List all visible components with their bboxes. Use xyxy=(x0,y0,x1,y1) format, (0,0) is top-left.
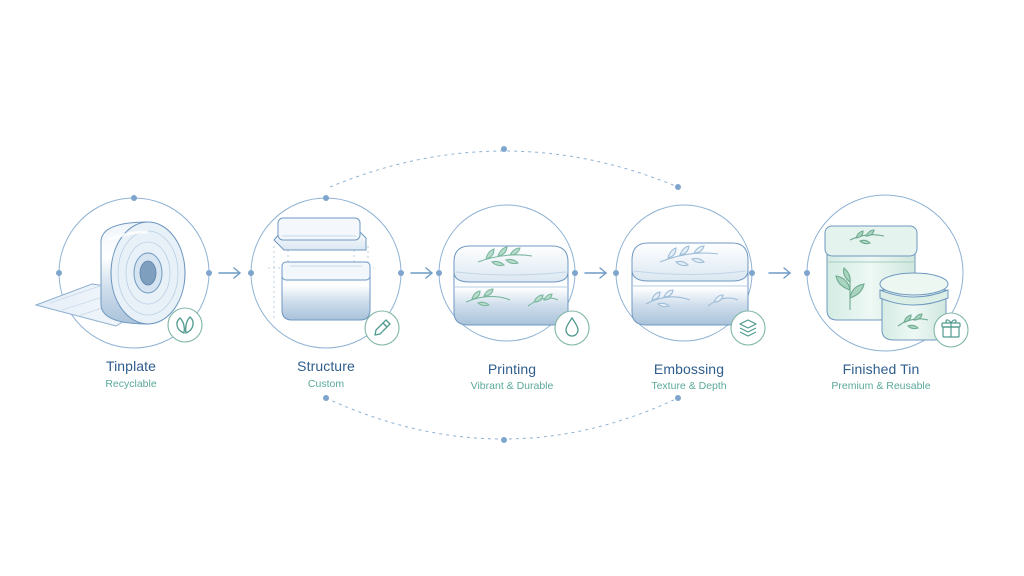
finished-tins-illustration xyxy=(824,225,949,341)
badge-structure xyxy=(364,310,400,346)
drop-icon xyxy=(565,316,579,337)
arrow-right-icon xyxy=(410,267,433,279)
badge-finished xyxy=(933,312,969,348)
step-subtitle-finished: Premium & Reusable xyxy=(831,380,931,392)
badge-printing xyxy=(554,310,590,346)
step-title-structure: Structure xyxy=(297,358,355,374)
ring-node-dots xyxy=(56,184,810,401)
layers-icon xyxy=(739,319,757,337)
arrow-right-icon xyxy=(218,267,241,279)
orbit-arc-top xyxy=(329,150,679,188)
step-subtitle-embossing: Texture & Depth xyxy=(651,380,727,392)
arrow-right-icon xyxy=(584,267,607,279)
embossed-tin-illustration xyxy=(631,242,749,326)
orbit-dot xyxy=(501,437,507,443)
arrow-right-icon xyxy=(768,267,791,279)
tinplate-coil-illustration xyxy=(34,221,186,327)
orbit-dot xyxy=(501,146,507,152)
step-subtitle-structure: Custom xyxy=(307,378,345,390)
step-title-tinplate: Tinplate xyxy=(105,358,157,374)
printed-tin-illustration xyxy=(453,245,569,326)
step-title-printing: Printing xyxy=(487,361,537,377)
step-subtitle-printing: Vibrant & Durable xyxy=(470,380,554,392)
badge-tinplate xyxy=(167,307,203,343)
step-title-finished: Finished Tin xyxy=(842,361,920,377)
gift-icon xyxy=(941,319,961,338)
structure-box-illustration xyxy=(268,217,374,321)
leaf-icon xyxy=(176,316,194,334)
badge-embossing xyxy=(730,310,766,346)
orbit-arc-bottom xyxy=(325,397,679,440)
step-title-embossing: Embossing xyxy=(653,361,725,377)
pencil-icon xyxy=(374,319,391,336)
step-subtitle-tinplate: Recyclable xyxy=(105,378,157,390)
